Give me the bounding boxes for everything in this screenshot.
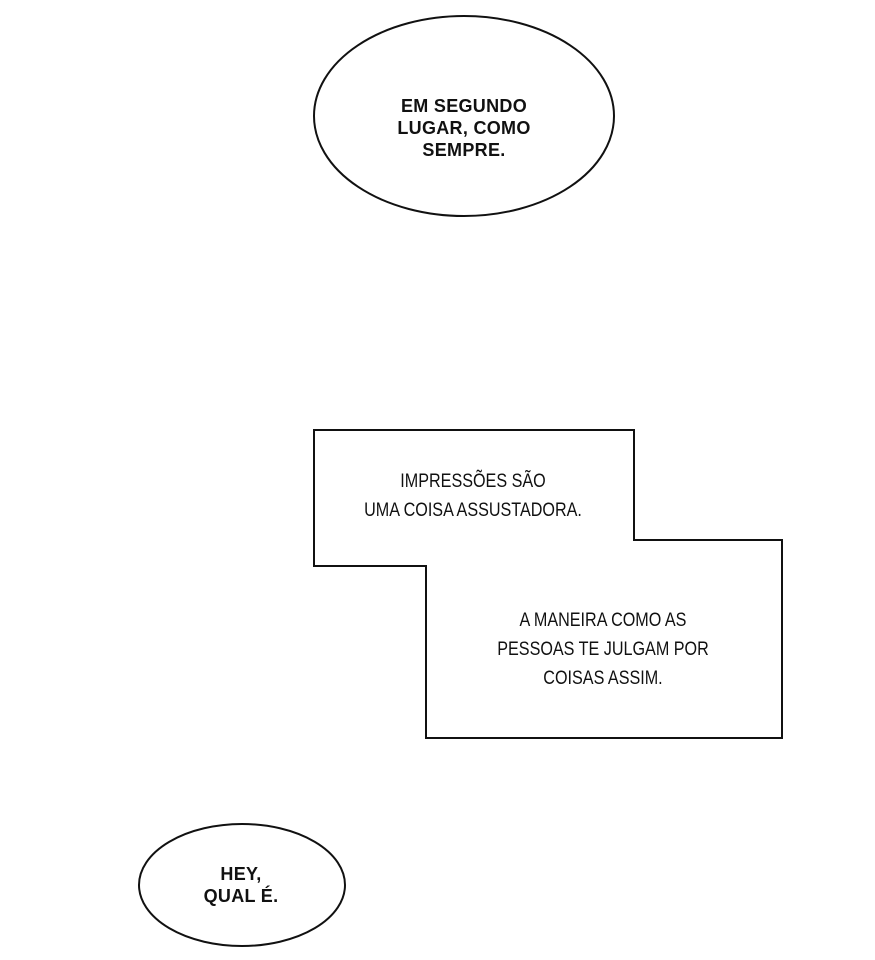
caption-box-outline [313,429,783,739]
speech-bubble-bottom-outline [138,823,346,947]
bubble-line: QUAL É. [203,886,279,906]
caption-first-text: IMPRESSÕES SÃO UMA COISA ASSUSTADORA. [364,467,582,525]
caption-line: PESSOAS TE JULGAM POR [497,639,709,660]
bubble-line: SEMPRE. [422,140,506,160]
caption-second-text: A MANEIRA COMO AS PESSOAS TE JULGAM POR … [497,606,709,693]
bubble-line: HEY, [220,864,262,884]
speech-bubble-top-text: EM SEGUNDO LUGAR, COMO SEMPRE. [397,95,530,161]
caption-line: IMPRESSÕES SÃO [400,471,546,492]
bubble-line: LUGAR, COMO [397,118,531,138]
caption-line: UMA COISA ASSUSTADORA. [364,500,582,521]
speech-bubble-top-outline [313,15,615,217]
speech-bubble-bottom-text: HEY, QUAL É. [204,863,279,907]
caption-line: COISAS ASSIM. [543,668,663,689]
caption-line: A MANEIRA COMO AS [519,610,687,631]
bubble-line: EM SEGUNDO [400,96,528,116]
